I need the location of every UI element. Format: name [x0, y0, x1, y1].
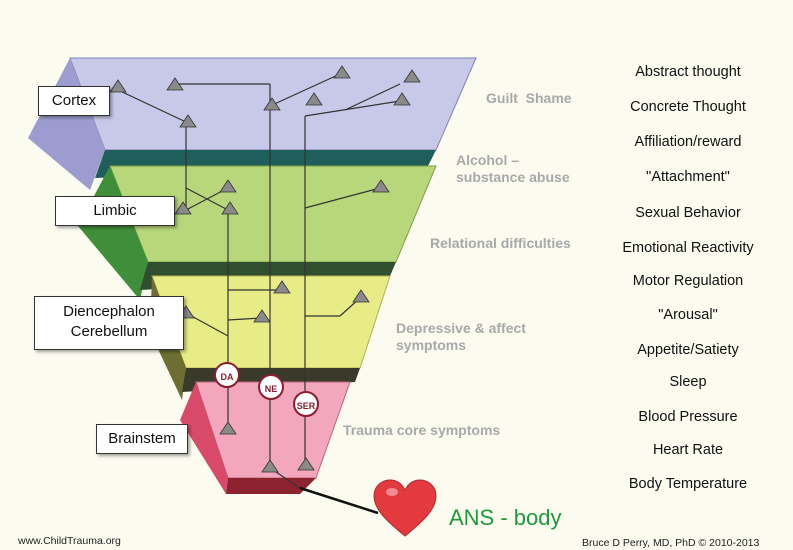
function-item: Appetite/Satiety [603, 342, 773, 358]
cortex-label-text: Cortex [52, 92, 96, 109]
heart-icon [374, 480, 436, 536]
limbic-label: Limbic [55, 196, 175, 226]
function-item: Emotional Reactivity [603, 240, 773, 256]
function-item: Abstract thought [603, 64, 773, 80]
alcohol-label: Alcohol – substance abuse [456, 152, 570, 186]
footer-website: www.ChildTrauma.org [18, 535, 121, 547]
function-item: "Attachment" [603, 169, 773, 185]
depressive-label-line2: symptoms [396, 337, 526, 354]
brainstem-base [226, 478, 316, 494]
depressive-label: Depressive & affect symptoms [396, 320, 526, 354]
footer-copyright: Bruce D Perry, MD, PhD © 2010-2013 [582, 537, 759, 549]
brainstem-label-text: Brainstem [108, 430, 176, 447]
brainstem-label: Brainstem [96, 424, 188, 454]
alcohol-label-line1: Alcohol – [456, 152, 570, 169]
diencephalon-cerebellum-label: Diencephalon Cerebellum [34, 296, 184, 350]
function-item: Motor Regulation [603, 273, 773, 289]
ans-body-label: ANS - body [449, 505, 562, 531]
guilt-shame-label: Guilt Shame [486, 90, 572, 107]
function-item: Blood Pressure [603, 409, 773, 425]
function-item: Sleep [603, 374, 773, 390]
trauma-label: Trauma core symptoms [343, 422, 500, 439]
function-item: Affiliation/reward [603, 134, 773, 150]
function-item: "Arousal" [603, 307, 773, 323]
cerebellum-label-text: Cerebellum [35, 322, 183, 342]
da-node: DA [214, 362, 240, 388]
limbic-label-text: Limbic [93, 202, 136, 219]
relational-label: Relational difficulties [430, 235, 571, 252]
function-item: Concrete Thought [603, 99, 773, 115]
cortex-label: Cortex [38, 86, 110, 116]
function-item: Sexual Behavior [603, 205, 773, 221]
function-item: Heart Rate [603, 442, 773, 458]
function-item: Body Temperature [603, 476, 773, 492]
ne-node: NE [258, 374, 284, 400]
alcohol-label-line2: substance abuse [456, 169, 570, 186]
depressive-label-line1: Depressive & affect [396, 320, 526, 337]
diencephalon-label-text: Diencephalon [35, 302, 183, 322]
ser-node: SER [293, 391, 319, 417]
